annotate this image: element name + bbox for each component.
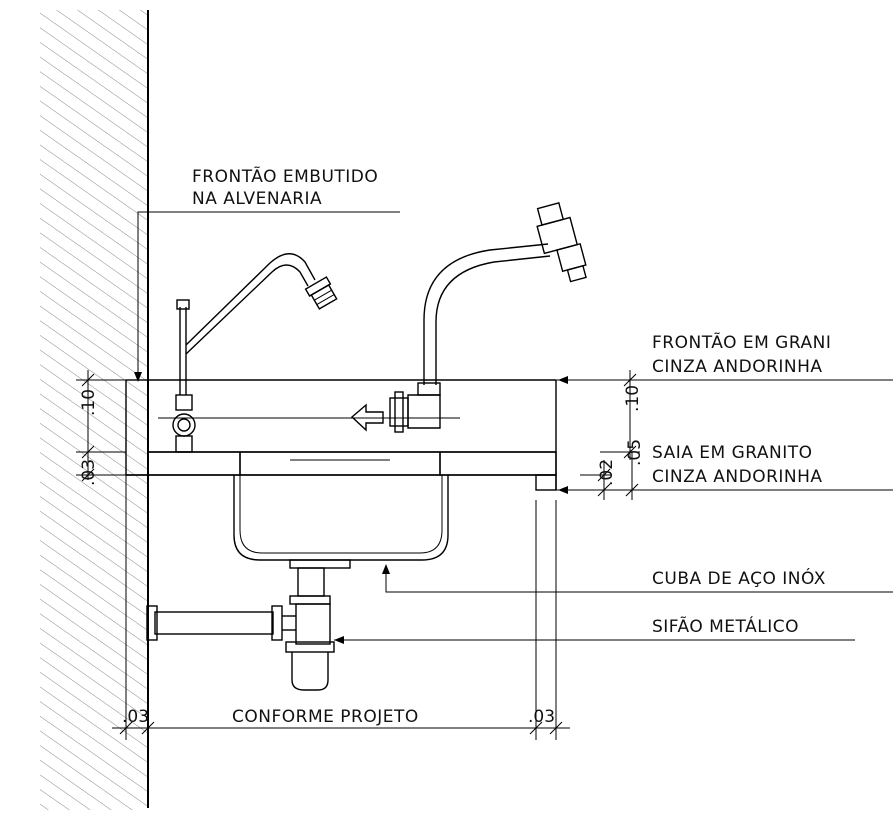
dim-left-bottom: .03: [79, 459, 99, 486]
label-conforme-projeto: CONFORME PROJETO: [232, 707, 419, 727]
label-saia-2: CINZA ANDORINHA: [652, 467, 823, 487]
granite-countertop: [126, 379, 557, 491]
dim-right-thk: .02: [597, 459, 617, 486]
dim-right-frontao: .10: [623, 385, 643, 412]
masonry-wall: [40, 10, 149, 810]
steel-sink-basin: [233, 451, 449, 569]
leader-lines: [134, 211, 893, 644]
dimension-lines: [76, 370, 640, 740]
dim-left-top: .10: [79, 389, 99, 416]
dim-bottom-left: .03: [122, 707, 149, 727]
label-saia-1: SAIA EM GRANITO: [652, 443, 813, 463]
left-faucet: [172, 253, 338, 453]
dim-right-saia: .05: [625, 439, 645, 466]
label-cuba: CUBA DE AÇO INÓX: [652, 567, 826, 589]
label-sifao: SIFÃO METÁLICO: [652, 615, 799, 637]
right-faucet: [389, 202, 587, 433]
label-frontao-granito-1: FRONTÃO EM GRANI: [652, 331, 831, 353]
label-frontao-granito-2: CINZA ANDORINHA: [652, 357, 823, 377]
label-frontao-embutido-2: NA ALVENARIA: [192, 189, 322, 209]
label-frontao-embutido-1: FRONTÃO EMBUTIDO: [192, 165, 378, 187]
dim-bottom-right: .03: [528, 707, 555, 727]
metal-siphon: [146, 567, 335, 691]
